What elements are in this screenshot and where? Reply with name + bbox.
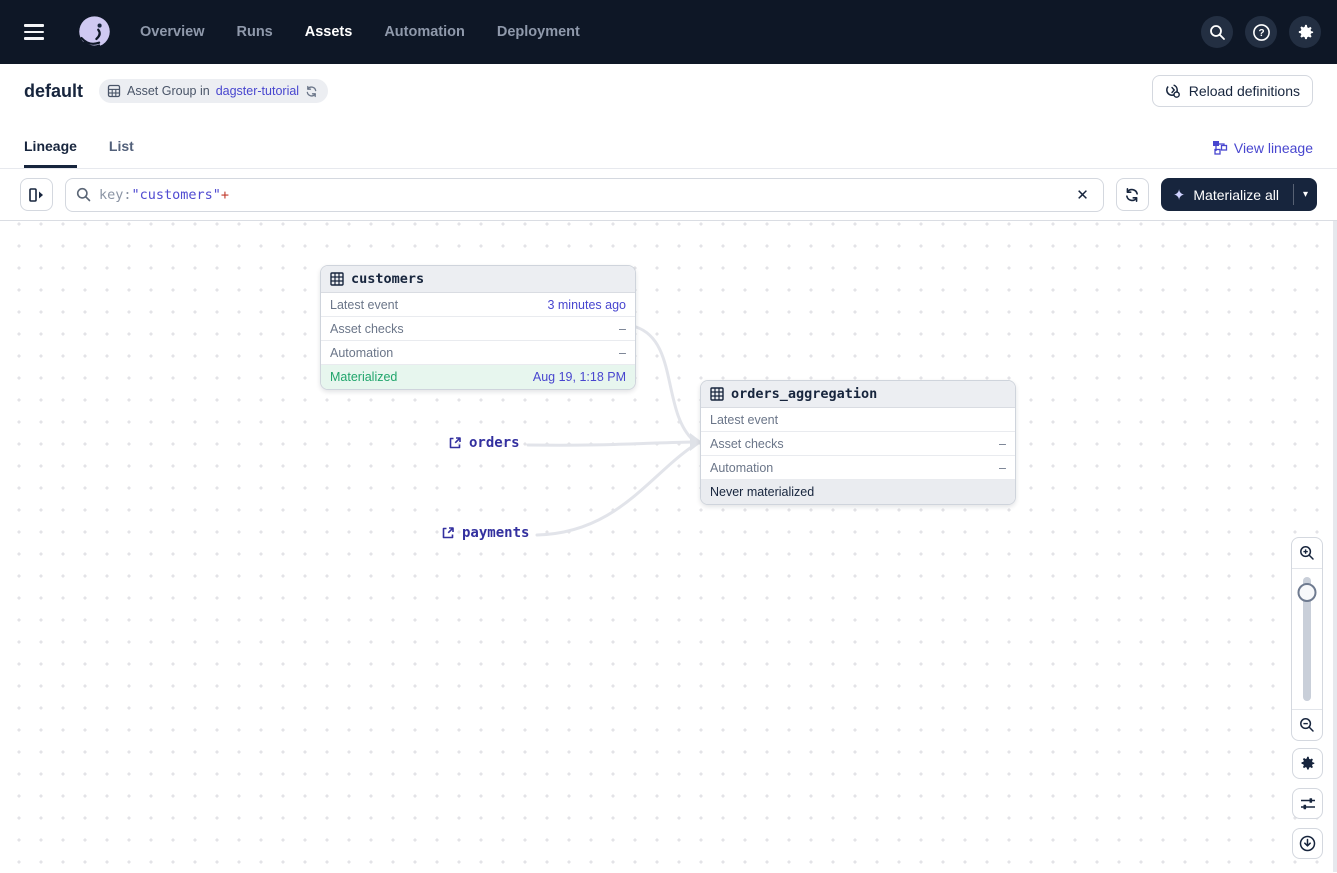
code-location-link[interactable]: dagster-tutorial — [215, 84, 300, 98]
nav-automation[interactable]: Automation — [384, 24, 465, 40]
materialize-dropdown-button[interactable]: ▾ — [1294, 178, 1317, 211]
asset-node-orders-aggregation[interactable]: orders_aggregation Latest event Asset ch… — [700, 380, 1016, 505]
graph-filters-button[interactable] — [1292, 788, 1323, 819]
help-icon: ? — [1252, 23, 1270, 41]
materialize-all-button[interactable]: ✦ Materialize all — [1161, 178, 1293, 211]
asset-node-header: orders_aggregation — [701, 381, 1015, 408]
lineage-graph-icon — [1212, 141, 1228, 155]
recenter-icon — [1299, 835, 1316, 852]
tab-list[interactable]: List — [108, 138, 134, 154]
gear-icon — [1298, 24, 1313, 39]
zoom-panel — [1291, 537, 1323, 741]
nav-overview[interactable]: Overview — [140, 24, 205, 40]
hamburger-menu-icon[interactable] — [24, 14, 60, 50]
external-link-icon — [442, 527, 454, 539]
zoom-out-button[interactable] — [1292, 709, 1322, 740]
asset-search-input[interactable]: key:"customers"+ ✕ — [65, 177, 1104, 212]
expand-sidebar-button[interactable] — [20, 178, 53, 211]
lineage-edges — [526, 325, 702, 537]
panel-expand-icon — [28, 187, 43, 202]
external-asset-orders[interactable]: orders — [448, 435, 520, 451]
node-row-latest-event: Latest event 3 minutes ago — [321, 293, 635, 317]
gear-icon — [1301, 756, 1315, 770]
table-icon — [710, 387, 724, 401]
search-query-text: key:"customers"+ — [99, 186, 230, 203]
view-lineage-link[interactable]: View lineage — [1212, 140, 1313, 168]
view-lineage-label: View lineage — [1233, 140, 1313, 156]
never-materialized-status: Never materialized — [710, 485, 815, 499]
svg-text:?: ? — [1258, 28, 1264, 39]
node-row-automation: Automation – — [701, 456, 1015, 480]
external-link-icon — [449, 437, 461, 449]
settings-button[interactable] — [1289, 16, 1321, 48]
zoom-slider[interactable] — [1292, 569, 1322, 709]
top-navigation: Overview Runs Assets Automation Deployme… — [0, 0, 1337, 64]
zoom-slider-track[interactable] — [1303, 577, 1311, 701]
asset-name: orders_aggregation — [731, 386, 878, 402]
page-header: default Asset Group in dagster-tutorial … — [0, 64, 1337, 118]
node-row-materialized: Materialized Aug 19, 1:18 PM — [321, 365, 635, 389]
latest-event-link[interactable]: 3 minutes ago — [547, 297, 626, 312]
refresh-icon — [1126, 187, 1139, 202]
badge-prefix: Asset Group in — [127, 84, 210, 98]
nav-deployment[interactable]: Deployment — [496, 24, 580, 40]
refresh-graph-button[interactable] — [1115, 178, 1149, 211]
materialize-all-split-button: ✦ Materialize all ▾ — [1160, 178, 1317, 211]
sparkle-icon: ✦ — [1172, 186, 1186, 204]
external-asset-label: orders — [469, 435, 520, 451]
search-icon — [76, 187, 91, 202]
reload-definitions-button[interactable]: Reload definitions — [1151, 75, 1313, 107]
refresh-icon[interactable] — [305, 85, 318, 98]
external-asset-payments[interactable]: payments — [441, 525, 529, 541]
nav-assets[interactable]: Assets — [304, 24, 353, 40]
zoom-in-icon — [1300, 546, 1314, 560]
lineage-canvas[interactable]: customers Latest event 3 minutes ago Ass… — [0, 221, 1337, 872]
materialized-status: Materialized — [330, 370, 398, 384]
asset-node-customers[interactable]: customers Latest event 3 minutes ago Ass… — [320, 265, 636, 390]
tabs-bar: Lineage List View lineage — [0, 118, 1337, 169]
node-row-never-materialized: Never materialized — [701, 480, 1015, 504]
dagster-logo-icon[interactable] — [76, 14, 113, 51]
zoom-slider-handle[interactable] — [1297, 583, 1317, 602]
filter-sliders-icon — [1300, 797, 1315, 809]
materialize-all-label: Materialize all — [1193, 186, 1279, 203]
node-row-latest-event: Latest event — [701, 408, 1015, 432]
reload-definitions-label: Reload definitions — [1188, 83, 1300, 99]
node-row-automation: Automation – — [321, 341, 635, 365]
graph-settings-button[interactable] — [1292, 748, 1323, 779]
zoom-in-button[interactable] — [1292, 538, 1322, 569]
recenter-graph-button[interactable] — [1292, 828, 1323, 859]
primary-nav: Overview Runs Assets Automation Deployme… — [140, 24, 580, 40]
search-button[interactable] — [1201, 16, 1233, 48]
external-asset-label: payments — [462, 525, 530, 541]
asset-group-badge: Asset Group in dagster-tutorial — [99, 79, 329, 103]
nav-actions: ? — [1201, 16, 1321, 48]
lineage-toolbar: key:"customers"+ ✕ ✦ Materialize all ▾ — [0, 169, 1337, 221]
node-row-asset-checks: Asset checks – — [321, 317, 635, 341]
asset-node-header: customers — [321, 266, 635, 293]
reload-definitions-icon — [1165, 84, 1180, 98]
help-button[interactable]: ? — [1245, 16, 1277, 48]
table-icon — [330, 272, 344, 286]
node-row-asset-checks: Asset checks – — [701, 432, 1015, 456]
tab-lineage[interactable]: Lineage — [24, 138, 77, 168]
page-title: default — [24, 80, 84, 101]
zoom-out-icon — [1300, 718, 1314, 732]
clear-search-icon[interactable]: ✕ — [1076, 186, 1089, 204]
asset-group-icon — [107, 84, 121, 98]
materialized-timestamp-link[interactable]: Aug 19, 1:18 PM — [532, 370, 626, 384]
chevron-down-icon: ▾ — [1302, 189, 1308, 200]
canvas-scrollbar[interactable] — [1333, 221, 1337, 872]
nav-runs[interactable]: Runs — [236, 24, 273, 40]
asset-name: customers — [351, 271, 425, 287]
search-icon — [1209, 24, 1225, 40]
